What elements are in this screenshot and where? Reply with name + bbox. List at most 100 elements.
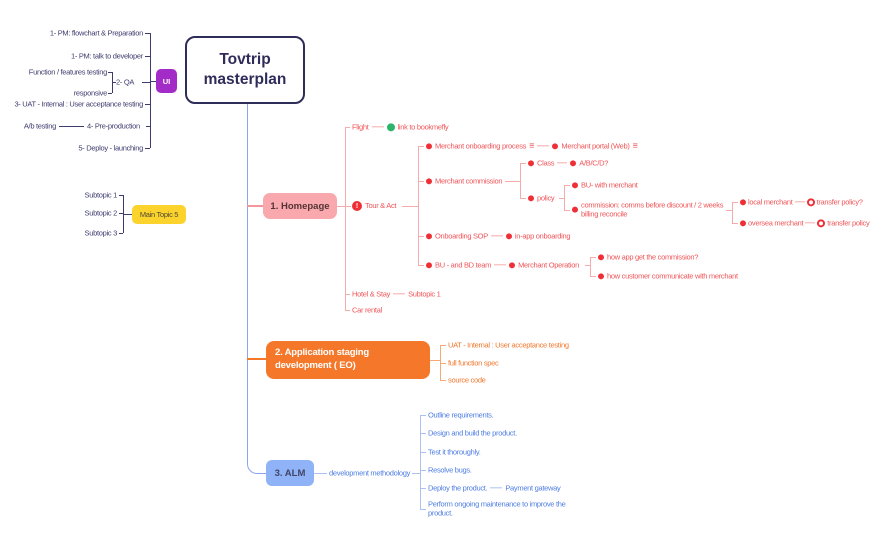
connector-line — [345, 206, 351, 208]
connector-line — [119, 233, 123, 235]
connector-line — [564, 210, 570, 212]
connector-line — [402, 206, 418, 208]
node-subtopic-3[interactable]: Subtopic 3 — [84, 228, 118, 238]
node-flight[interactable]: Flight — [352, 122, 369, 132]
bullet-icon — [509, 262, 516, 268]
connector-line — [418, 265, 424, 267]
node-alm-step-6[interactable]: Perform ongoing maintenance to improve t… — [428, 499, 566, 518]
connector-line — [371, 126, 384, 128]
node-bu-bd-team[interactable]: BU - and BD team — [435, 260, 492, 270]
row-alm-step-5: Deploy the product. Payment gateway — [428, 483, 561, 493]
node-hotel-stay[interactable]: Hotel & Stay — [352, 289, 391, 299]
bullet-icon — [572, 182, 578, 188]
node-alm-step-4[interactable]: Resolve bugs. — [428, 465, 472, 475]
node-staging-uat[interactable]: UAT - Internal : User acceptance testing — [448, 340, 569, 350]
node-merchant-commission[interactable]: Merchant commission — [435, 176, 503, 186]
node-merchant-onboarding[interactable]: Merchant onboarding process — [435, 141, 527, 151]
connector-line — [590, 276, 596, 278]
node-car-rental[interactable]: Car rental — [352, 305, 382, 315]
node-pre-production[interactable]: 4- Pre-production — [87, 121, 140, 131]
node-tour-act[interactable]: Tour & Act — [365, 201, 397, 211]
node-alm-step-5[interactable]: Deploy the product. — [428, 483, 488, 493]
connector-line — [420, 415, 426, 417]
node-qa[interactable]: 2- QA — [116, 77, 135, 87]
node-ab-testing[interactable]: A/b testing — [23, 121, 56, 131]
priority-icon[interactable]: ! — [352, 201, 362, 211]
node-alm-step-1[interactable]: Outline requirements. — [428, 410, 494, 420]
node-local-merchant[interactable]: local merchant — [748, 197, 793, 207]
node-class-options[interactable]: A/B/C/D? — [579, 158, 609, 168]
connector-line — [537, 145, 550, 147]
node-alm-step-2[interactable]: Design and build the product. — [428, 428, 517, 438]
node-payment-gateway[interactable]: Payment gateway — [505, 483, 561, 493]
node-class[interactable]: Class — [537, 158, 555, 168]
connector-line — [440, 345, 442, 380]
task-ring-icon[interactable] — [817, 219, 826, 227]
node-source-code[interactable]: source code — [448, 375, 486, 385]
node-flight-link[interactable]: link to bookmefly — [397, 122, 449, 132]
task-ring-icon[interactable] — [806, 198, 815, 206]
node-onboarding-sop[interactable]: Onboarding SOP — [435, 231, 488, 241]
floating-topic-main-topic-5[interactable]: Main Topic 5 — [132, 205, 186, 224]
node-pm-flowchart[interactable]: 1- PM: flowchart & Preparation — [49, 28, 143, 38]
connector-line — [412, 473, 420, 475]
connector-line — [520, 163, 522, 198]
topic-homepage[interactable]: 1. Homepage — [263, 193, 337, 219]
row-tour: ! Tour & Act — [352, 201, 396, 211]
node-policy[interactable]: policy — [537, 193, 555, 203]
node-oversea-merchant[interactable]: oversea merchant — [748, 218, 804, 228]
node-deploy-launching[interactable]: 5- Deploy - launching — [78, 143, 143, 153]
node-merchant-portal[interactable]: Merchant portal (Web) — [561, 141, 630, 151]
link-dot-icon[interactable] — [386, 123, 395, 131]
connector-line — [440, 380, 446, 382]
bullet-icon — [426, 262, 432, 268]
connector-line — [590, 257, 592, 276]
node-pm-talk[interactable]: 1- PM: talk to developer — [70, 51, 143, 61]
connector-line — [145, 148, 150, 150]
connector-line — [314, 473, 327, 475]
node-merchant-operation[interactable]: Merchant Operation — [518, 260, 579, 270]
bullet-icon — [740, 199, 746, 205]
connector-line — [420, 433, 426, 435]
row-onboarding-sop: Onboarding SOP in-app onboarding — [426, 231, 571, 241]
node-q-communicate[interactable]: how customer communicate with merchant — [607, 271, 738, 281]
topic-alm[interactable]: 3. ALM — [266, 460, 314, 486]
bullet-icon — [426, 233, 432, 239]
node-alm-step-3[interactable]: Test it thoroughly. — [428, 447, 481, 457]
connector-line — [247, 358, 266, 360]
topic-application-staging[interactable]: 2. Application staging development ( EO) — [266, 341, 430, 379]
row-hotel: Hotel & Stay Subtopic 1 — [352, 289, 441, 298]
connector-line — [150, 81, 156, 83]
node-transfer-policy-q[interactable]: transfer policy? — [816, 197, 863, 207]
central-topic[interactable]: Tovtrip masterplan — [185, 36, 305, 104]
connector-line — [418, 146, 424, 148]
connector-line — [150, 33, 152, 148]
connector-line — [119, 213, 123, 215]
node-transfer-policy[interactable]: transfer policy — [827, 218, 870, 228]
bullet-icon — [572, 207, 578, 213]
node-function-testing[interactable]: Function / features testing — [28, 67, 108, 77]
connector-line — [420, 415, 422, 509]
bullet-icon — [426, 143, 432, 149]
node-full-function-spec[interactable]: full function spec — [448, 358, 499, 368]
notes-icon[interactable]: ≡ — [529, 140, 535, 151]
node-responsive[interactable]: responsive — [73, 88, 108, 98]
connector-line — [145, 33, 150, 35]
node-subtopic-2[interactable]: Subtopic 2 — [84, 208, 118, 218]
node-q-commission[interactable]: how app get the commission? — [607, 252, 699, 262]
connector-line — [440, 363, 446, 365]
node-subtopic-1[interactable]: Subtopic 1 — [84, 190, 118, 200]
node-hotel-subtopic[interactable]: Subtopic 1 — [408, 289, 441, 299]
connector-line — [112, 82, 116, 84]
notes-icon[interactable]: ≡ — [632, 140, 638, 151]
node-commission-note[interactable]: commission: comms before discount / 2 we… — [581, 200, 724, 219]
connector-line — [146, 126, 150, 128]
ui-topic-badge[interactable]: UI — [156, 69, 177, 93]
connector-line — [345, 310, 350, 312]
node-in-app-onboarding[interactable]: in-app onboarding — [514, 231, 571, 241]
bullet-icon — [528, 160, 534, 166]
node-uat-internal[interactable]: 3- UAT - Internal : User acceptance test… — [14, 99, 143, 109]
node-dev-methodology[interactable]: development methodology — [329, 468, 411, 478]
node-bu-with-merchant[interactable]: BU- with merchant — [581, 180, 638, 190]
